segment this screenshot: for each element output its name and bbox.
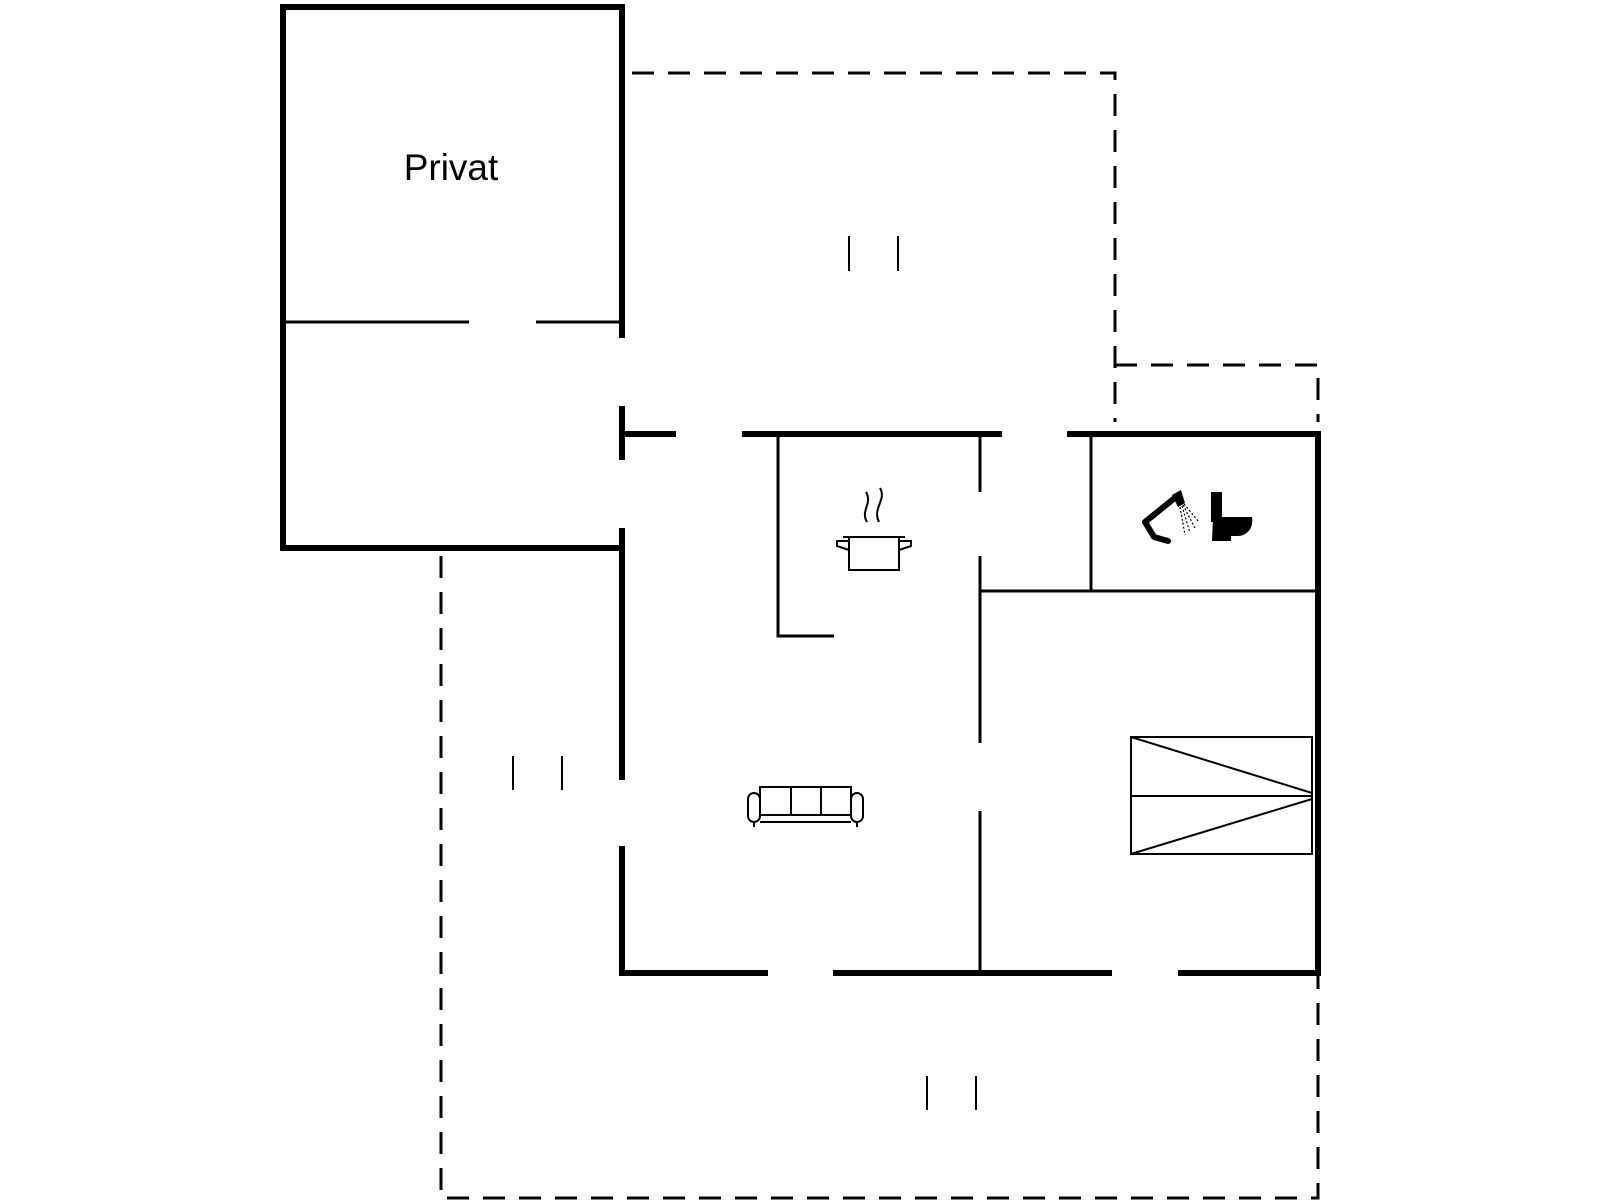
wall-segment [619, 846, 768, 976]
terrace-markers [512, 236, 977, 1110]
terrace-east [1115, 363, 1320, 422]
cooking-pot-icon [836, 487, 912, 571]
kitchen-wall [776, 435, 834, 638]
toilet-icon [1211, 492, 1253, 541]
shower-icon [1142, 490, 1200, 544]
private-annex-wall [280, 4, 625, 551]
room-label-private: Privat [404, 147, 499, 188]
terrace-southwest [439, 556, 1320, 1200]
terrace-north [632, 71, 1117, 422]
staircase-icon [1130, 736, 1313, 855]
terrace-outlines [439, 71, 1320, 1200]
interior-walls [286, 320, 1316, 972]
sofa-icon [747, 786, 864, 827]
wall-segment [1067, 431, 1321, 975]
exterior-walls [280, 4, 1321, 976]
